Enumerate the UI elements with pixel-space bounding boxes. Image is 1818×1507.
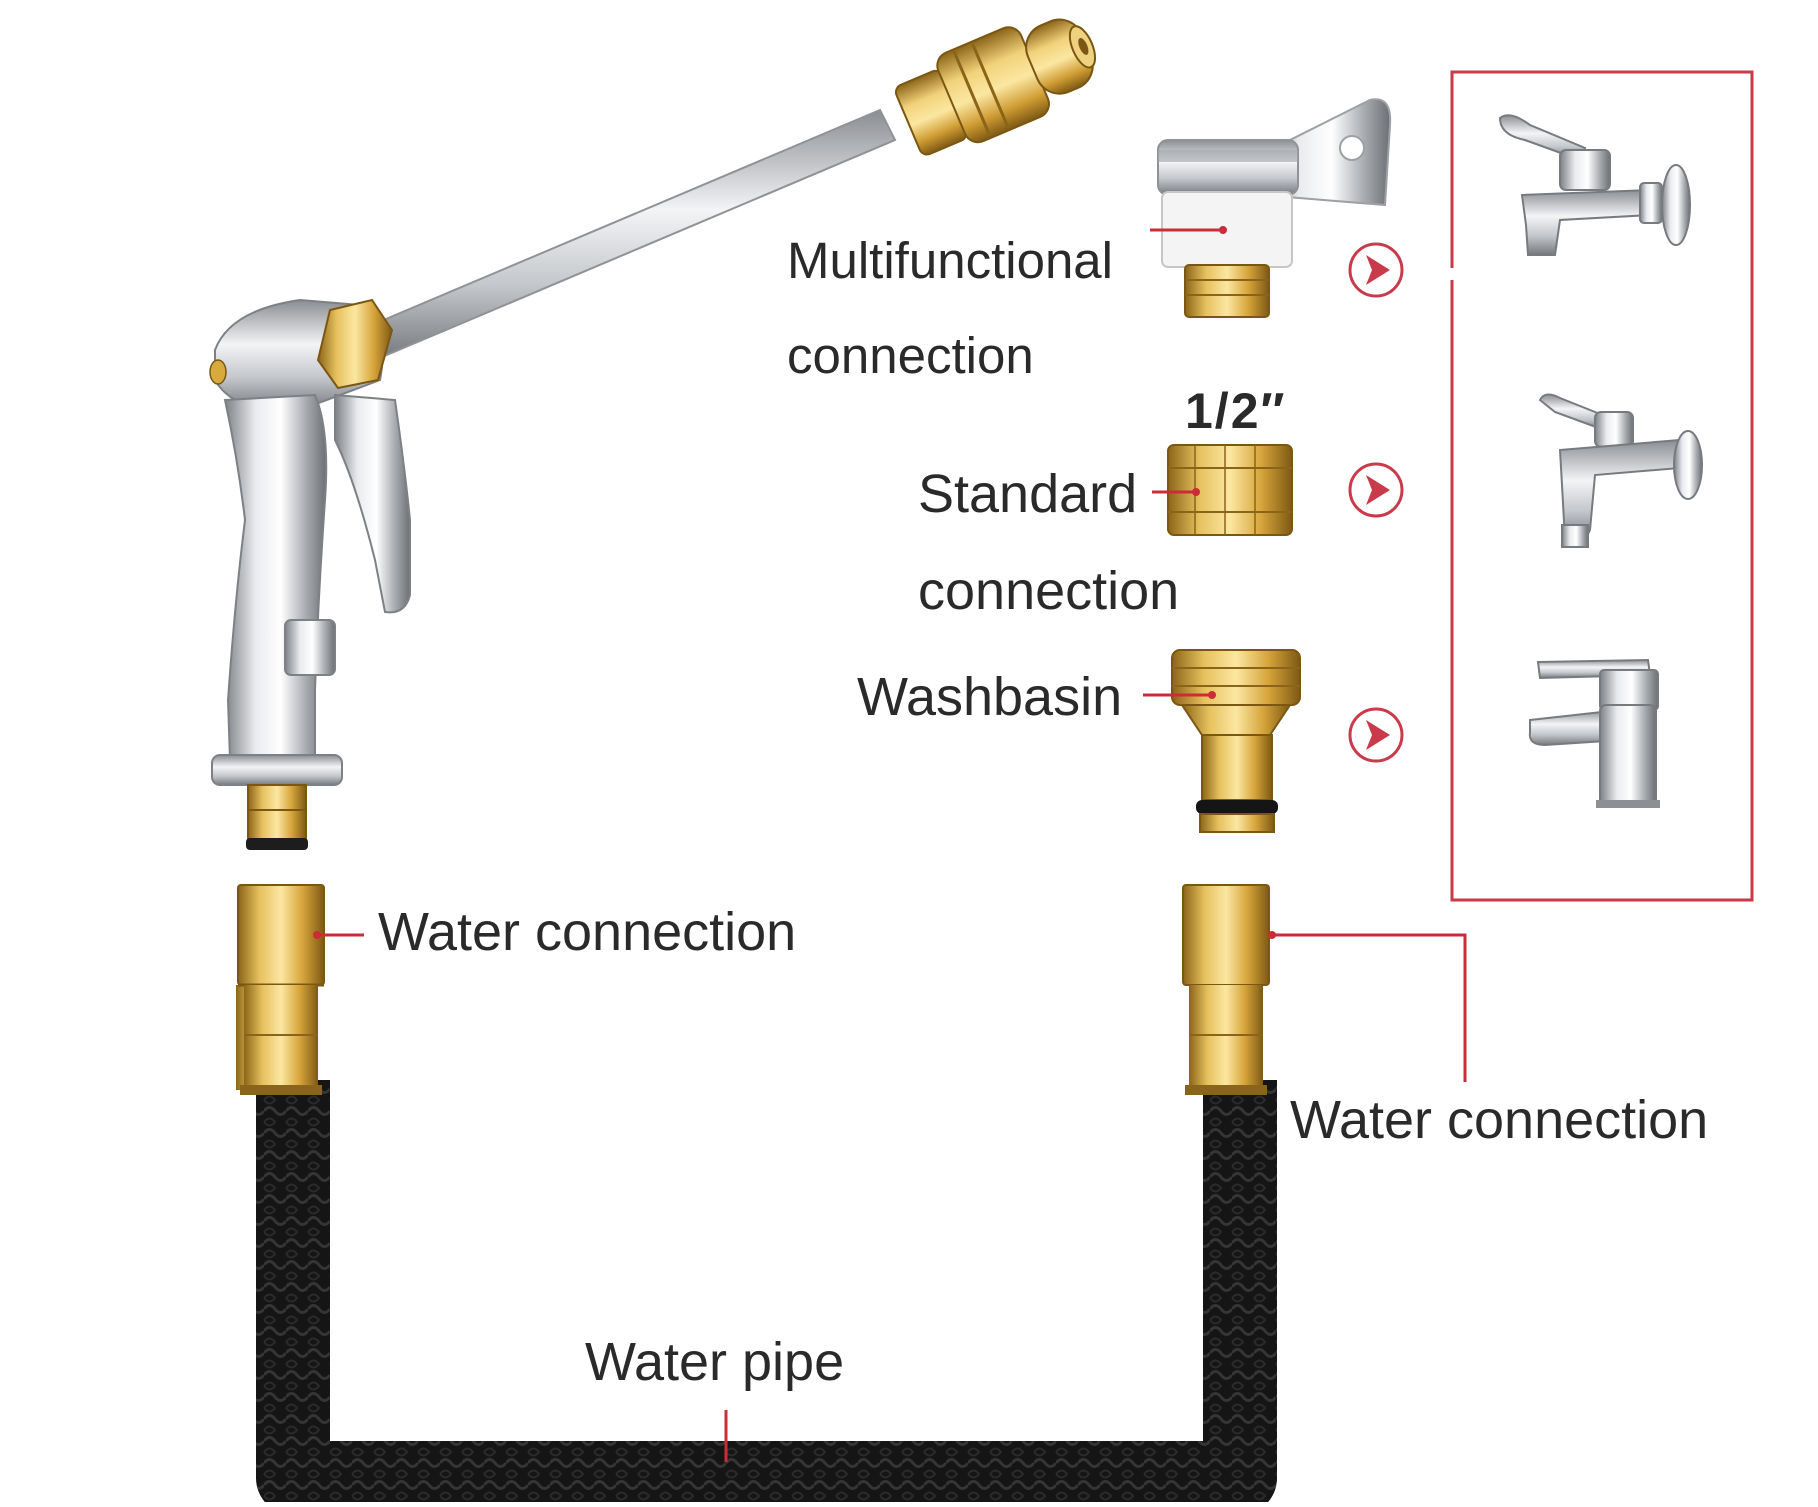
faucet-icon [1538,393,1703,548]
standard-label-line1: Standard [918,464,1138,524]
water-pipe-label: Water pipe [585,1332,845,1392]
standard-label-line2: connection [918,561,1180,621]
washbasin-connector-icon [1171,649,1301,833]
multifunctional-connector-icon [1157,98,1392,318]
left-water-connection-label: Water connection [378,902,797,962]
right-hose-connector-icon [1182,884,1270,1095]
chevron-right-circle-icon [1348,707,1404,763]
leader-lines [317,228,1467,1462]
left-hose-connector-icon [236,884,325,1095]
faucet-icon [1498,114,1691,256]
garden-hose-icon [256,1080,1277,1507]
standard-connector-icon [1167,444,1293,536]
right-water-connection-leader-line [1272,933,1467,1082]
chevron-right-circle-icon [1348,242,1404,298]
leader-dots [313,226,1276,939]
spray-gun-icon [209,18,1097,850]
faucet-frame [1450,70,1754,902]
chevron-right-circle-icon [1348,462,1404,518]
right-water-connection-label: Water connection [1290,1090,1709,1150]
multifunctional-label-line2: connection [787,327,1034,384]
fraction-label: 1/2″ [1185,383,1287,439]
faucet-icon [1528,658,1660,808]
washbasin-label: Washbasin [857,667,1123,727]
multifunctional-label-line1: Multifunctional [787,232,1113,289]
